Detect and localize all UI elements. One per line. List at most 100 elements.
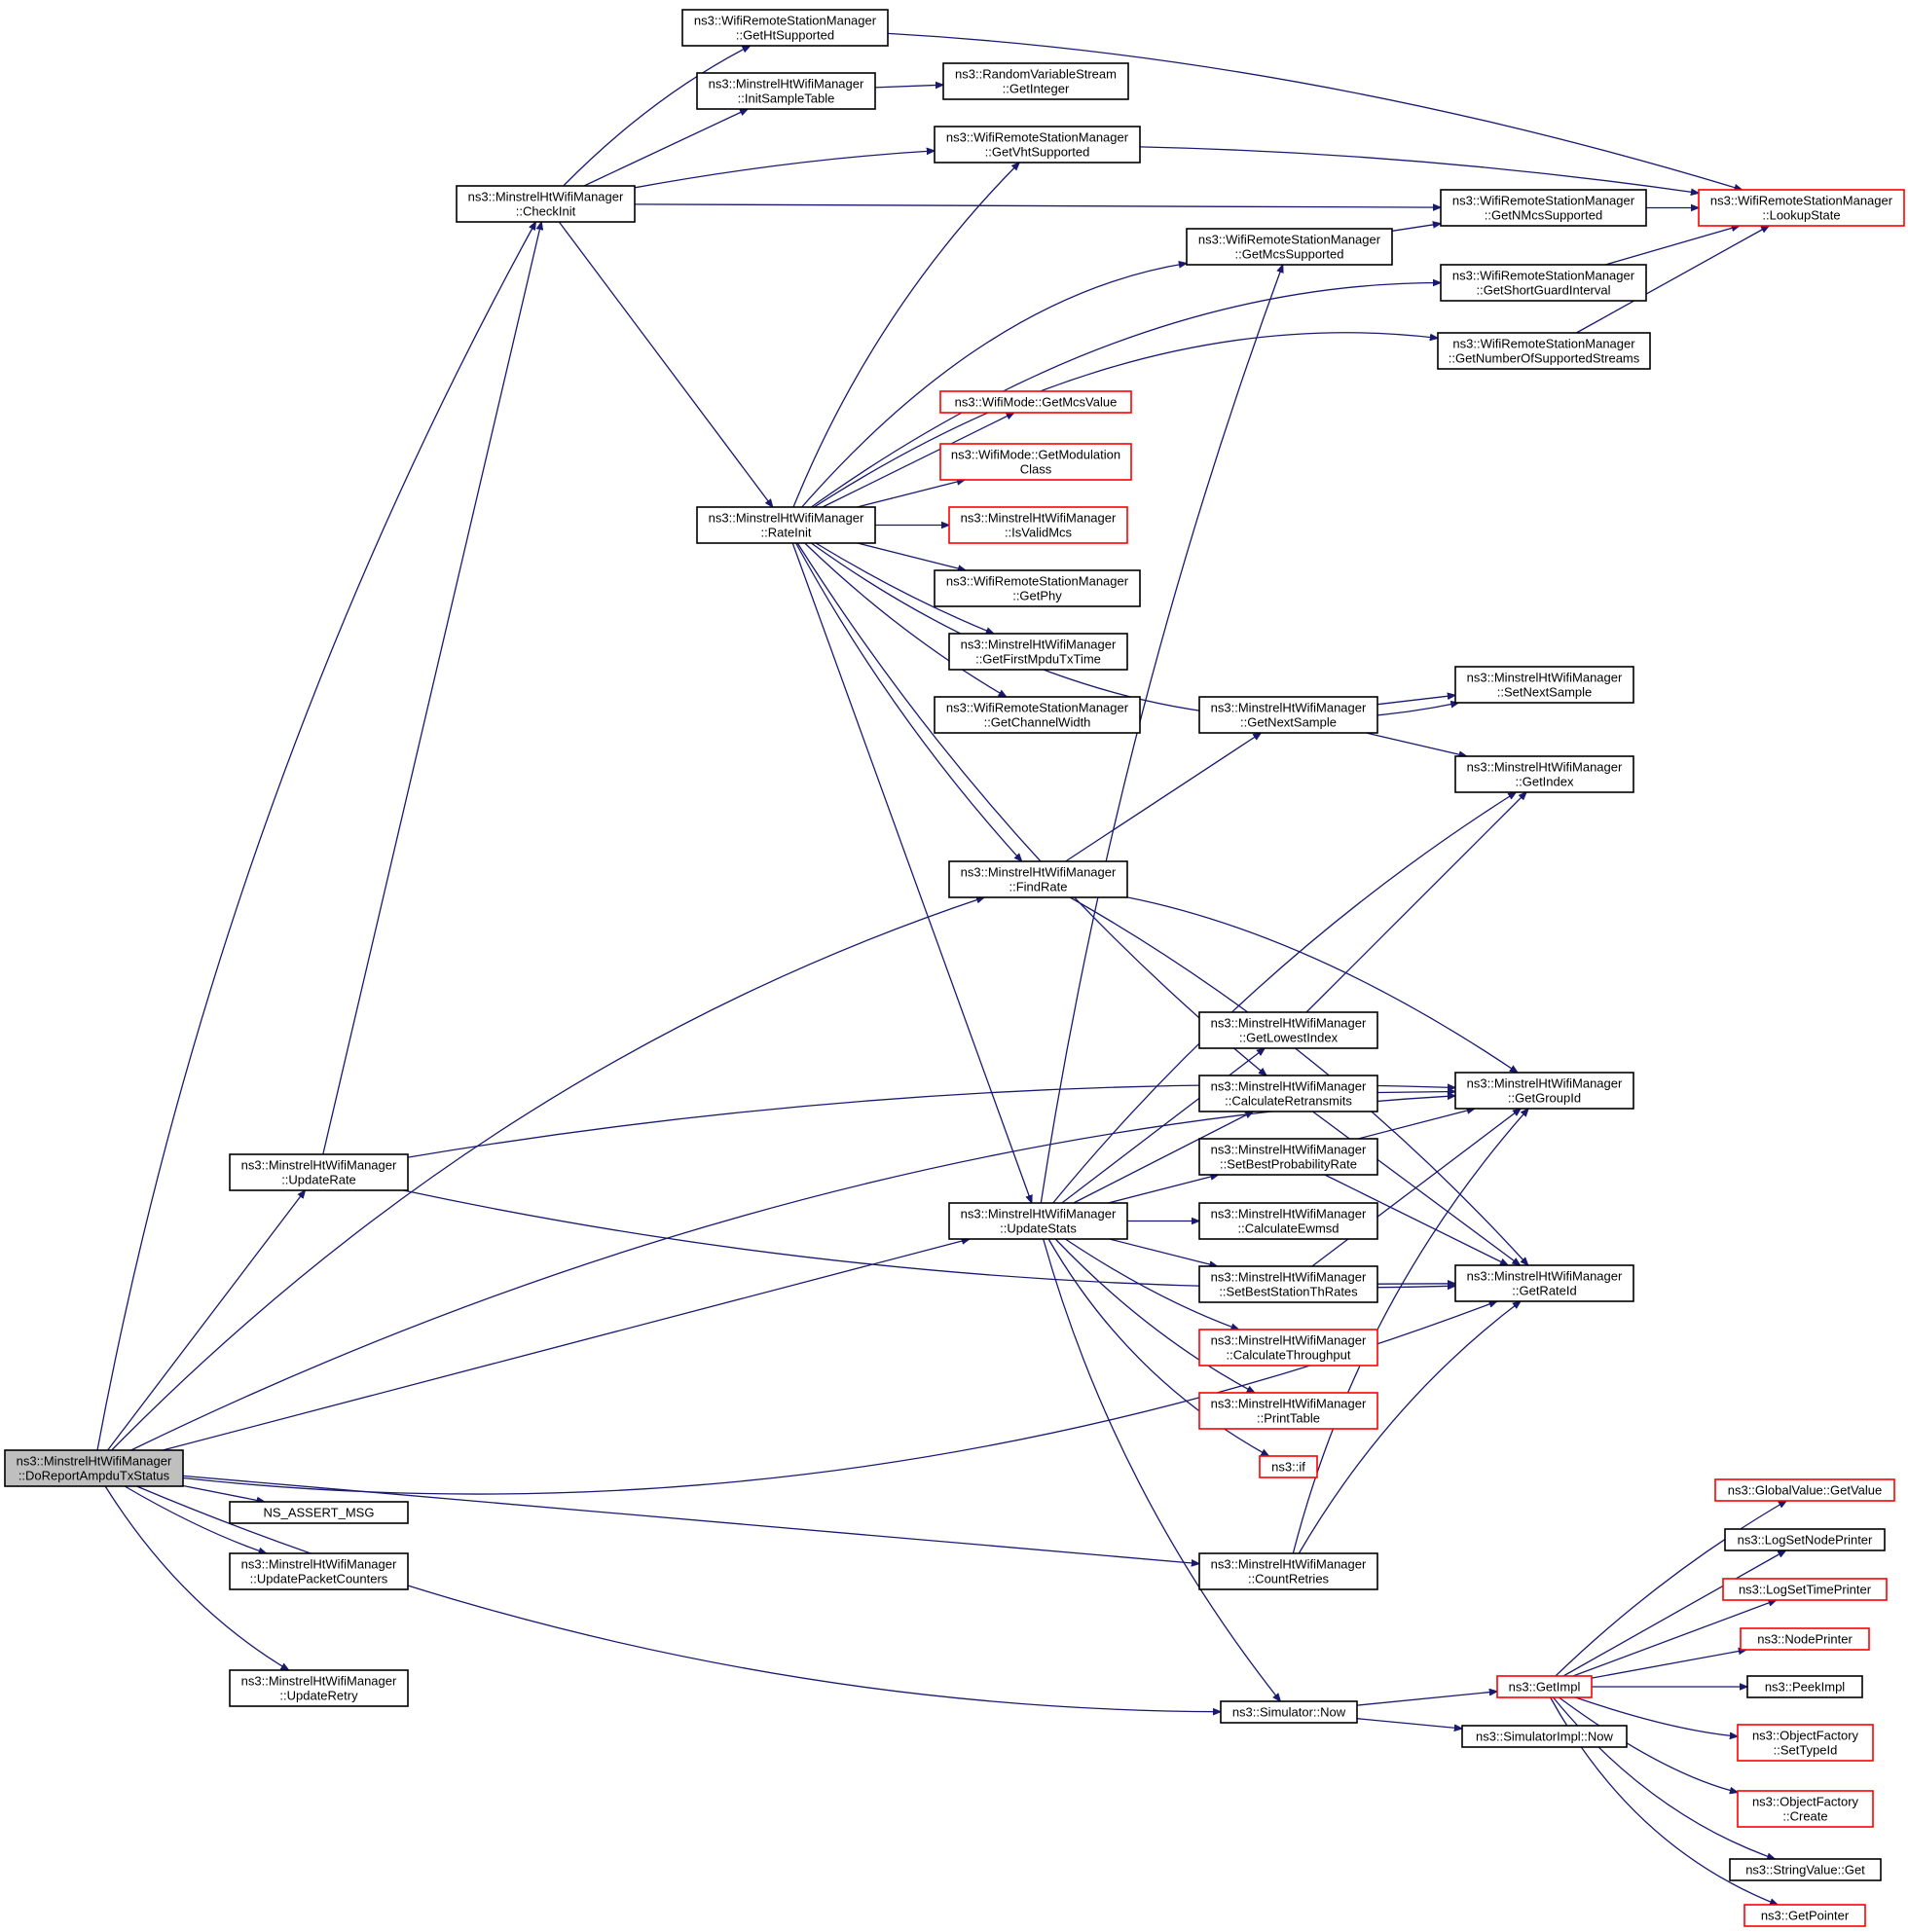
node-getmcsvalue[interactable]: ns3::WifiMode::GetMcsValue <box>939 390 1132 414</box>
node-getrateid[interactable]: ns3::MinstrelHtWifiManager::GetRateId <box>1454 1264 1634 1302</box>
node-box <box>1440 264 1647 302</box>
node-getpointer[interactable]: ns3::GetPointer <box>1743 1904 1866 1927</box>
node-getvht[interactable]: ns3::WifiRemoteStationManager::GetVhtSup… <box>934 126 1141 164</box>
node-box <box>939 390 1132 414</box>
node-label-line: ::CountRetries <box>1248 1572 1330 1586</box>
call-edge-line <box>322 222 541 1155</box>
node-getmcssup[interactable]: ns3::WifiRemoteStationManager::GetMcsSup… <box>1186 228 1393 266</box>
node-nodeprinter[interactable]: ns3::NodePrinter <box>1740 1627 1870 1651</box>
node-nsassert[interactable]: NS_ASSERT_MSG <box>229 1501 409 1524</box>
node-getindex[interactable]: ns3::MinstrelHtWifiManager::GetIndex <box>1454 755 1634 793</box>
call-edge-line <box>804 542 1007 697</box>
node-box <box>1198 1138 1378 1176</box>
node-label-line: ns3::MinstrelHtWifiManager <box>1211 1397 1367 1411</box>
call-edge-rateinit-to-updatestats <box>791 542 1032 1203</box>
call-edge-line <box>811 283 1441 508</box>
node-box <box>1737 1724 1874 1762</box>
node-label-line: ::SetTypeId <box>1774 1743 1838 1758</box>
node-label-line: ns3::ObjectFactory <box>1752 1795 1859 1809</box>
call-edge-line <box>124 1485 267 1553</box>
node-getphy[interactable]: ns3::WifiRemoteStationManager::GetPhy <box>934 569 1141 607</box>
call-edge-root-to-checkinit <box>96 222 535 1451</box>
node-getlowest[interactable]: ns3::MinstrelHtWifiManager::GetLowestInd… <box>1198 1011 1378 1049</box>
call-edge-setbestprob-to-getrateid <box>1324 1174 1508 1265</box>
call-edge-line <box>634 151 935 189</box>
node-getsgi[interactable]: ns3::WifiRemoteStationManager::GetShortG… <box>1440 264 1647 302</box>
call-edge-checkinit-to-initsample <box>583 109 748 187</box>
node-label-line: ns3::if <box>1271 1460 1305 1475</box>
node-label-line: ns3::GetImpl <box>1509 1680 1581 1695</box>
node-findrate[interactable]: ns3::MinstrelHtWifiManager::FindRate <box>948 860 1128 898</box>
node-ofsettypeid[interactable]: ns3::ObjectFactory::SetTypeId <box>1737 1724 1874 1762</box>
node-simnow[interactable]: ns3::Simulator::Now <box>1220 1700 1358 1724</box>
node-label-line: ::RateInit <box>760 526 811 540</box>
node-peekimpl[interactable]: ns3::PeekImpl <box>1746 1675 1863 1698</box>
call-edge-countretries-to-getgroupid <box>1292 1109 1528 1554</box>
node-lookupstate[interactable]: ns3::WifiRemoteStationManager::LookupSta… <box>1698 189 1905 227</box>
node-calcthroughput[interactable]: ns3::MinstrelHtWifiManager::CalculateThr… <box>1198 1329 1378 1367</box>
call-edge-line <box>634 204 1441 207</box>
node-getchanwidth[interactable]: ns3::WifiRemoteStationManager::GetChanne… <box>934 696 1141 734</box>
node-label-line: ns3::MinstrelHtWifiManager <box>1467 1076 1623 1091</box>
node-getinteger[interactable]: ns3::RandomVariableStream::GetInteger <box>942 62 1129 100</box>
node-isvalidmcs[interactable]: ns3::MinstrelHtWifiManager::IsValidMcs <box>948 506 1128 544</box>
node-svget[interactable]: ns3::StringValue::Get <box>1729 1858 1882 1881</box>
node-updaterate[interactable]: ns3::MinstrelHtWifiManager::UpdateRate <box>229 1153 409 1191</box>
call-edge-getmcssup-to-getnmcs <box>1391 224 1441 232</box>
call-edge-line <box>182 1301 1497 1495</box>
node-getnextsample[interactable]: ns3::MinstrelHtWifiManager::GetNextSampl… <box>1198 696 1378 734</box>
node-getnss[interactable]: ns3::WifiRemoteStationManager::GetNumber… <box>1437 332 1651 370</box>
node-gvgetvalue[interactable]: ns3::GlobalValue::GetValue <box>1714 1478 1895 1502</box>
call-edge-line <box>1109 1238 1218 1266</box>
node-label-line: ns3::WifiRemoteStationManager <box>946 701 1129 715</box>
node-box <box>1698 189 1905 227</box>
node-printtable[interactable]: ns3::MinstrelHtWifiManager::PrintTable <box>1198 1392 1378 1430</box>
node-label-line: ::GetInteger <box>1003 82 1070 96</box>
node-getfirstmpdu[interactable]: ns3::MinstrelHtWifiManager::GetFirstMpdu… <box>948 633 1128 671</box>
call-edge-line <box>1562 1550 1786 1677</box>
node-label-line: ns3::MinstrelHtWifiManager <box>1211 701 1367 715</box>
node-label-line: ::CalculateRetransmits <box>1225 1094 1352 1109</box>
node-label-line: ::SetNextSample <box>1497 685 1593 700</box>
node-box <box>1714 1478 1895 1502</box>
node-getgroupid[interactable]: ns3::MinstrelHtWifiManager::GetGroupId <box>1454 1072 1634 1110</box>
node-logsetnode[interactable]: ns3::LogSetNodePrinter <box>1724 1528 1886 1551</box>
node-updateretry[interactable]: ns3::MinstrelHtWifiManager::UpdateRetry <box>229 1669 409 1707</box>
node-setnextsample[interactable]: ns3::MinstrelHtWifiManager::SetNextSampl… <box>1454 666 1634 704</box>
call-edge-line <box>1572 1600 1777 1677</box>
node-box <box>1454 666 1634 704</box>
node-nsif[interactable]: ns3::if <box>1259 1455 1318 1478</box>
node-box <box>696 506 876 544</box>
node-label-line: ::DoReportAmpduTxStatus <box>18 1469 170 1483</box>
node-checkinit[interactable]: ns3::MinstrelHtWifiManager::CheckInit <box>456 185 636 223</box>
node-label-line: ::SetBestStationThRates <box>1219 1285 1358 1299</box>
node-box <box>1198 1075 1378 1112</box>
node-updatestats[interactable]: ns3::MinstrelHtWifiManager::UpdateStats <box>948 1202 1128 1240</box>
node-label-line: ns3::MinstrelHtWifiManager <box>17 1454 172 1469</box>
node-initsample[interactable]: ns3::MinstrelHtWifiManager::InitSampleTa… <box>696 72 876 110</box>
node-calcewmsd[interactable]: ns3::MinstrelHtWifiManager::CalculateEwm… <box>1198 1202 1378 1240</box>
node-simimplnow[interactable]: ns3::SimulatorImpl::Now <box>1461 1725 1628 1748</box>
node-box <box>1729 1858 1882 1881</box>
node-label-line: ::GetPhy <box>1012 589 1062 603</box>
call-edge-rateinit-to-findrate <box>795 542 1022 861</box>
node-label-line: ns3::WifiRemoteStationManager <box>1710 194 1893 208</box>
node-box <box>1454 1264 1634 1302</box>
node-rateinit[interactable]: ns3::MinstrelHtWifiManager::RateInit <box>696 506 876 544</box>
call-edge-line <box>583 109 748 187</box>
node-label-line: ::UpdateStats <box>1000 1221 1077 1236</box>
node-getimpl[interactable]: ns3::GetImpl <box>1496 1675 1593 1698</box>
call-edge-line <box>1298 1301 1521 1554</box>
node-countretries[interactable]: ns3::MinstrelHtWifiManager::CountRetries <box>1198 1552 1378 1590</box>
node-setbestprob[interactable]: ns3::MinstrelHtWifiManager::SetBestProba… <box>1198 1138 1378 1176</box>
node-setbestth[interactable]: ns3::MinstrelHtWifiManager::SetBestStati… <box>1198 1265 1378 1303</box>
node-box <box>948 633 1128 671</box>
node-ofcreate[interactable]: ns3::ObjectFactory::Create <box>1737 1790 1874 1828</box>
node-calcretrans[interactable]: ns3::MinstrelHtWifiManager::CalculateRet… <box>1198 1075 1378 1112</box>
node-getht[interactable]: ns3::WifiRemoteStationManager::GetHtSupp… <box>681 9 889 47</box>
node-getnmcs[interactable]: ns3::WifiRemoteStationManager::GetNMcsSu… <box>1440 189 1647 227</box>
node-updatepkt[interactable]: ns3::MinstrelHtWifiManager::UpdatePacket… <box>229 1552 409 1590</box>
node-logsettime[interactable]: ns3::LogSetTimePrinter <box>1722 1578 1888 1601</box>
call-edge-line <box>1311 1109 1521 1267</box>
